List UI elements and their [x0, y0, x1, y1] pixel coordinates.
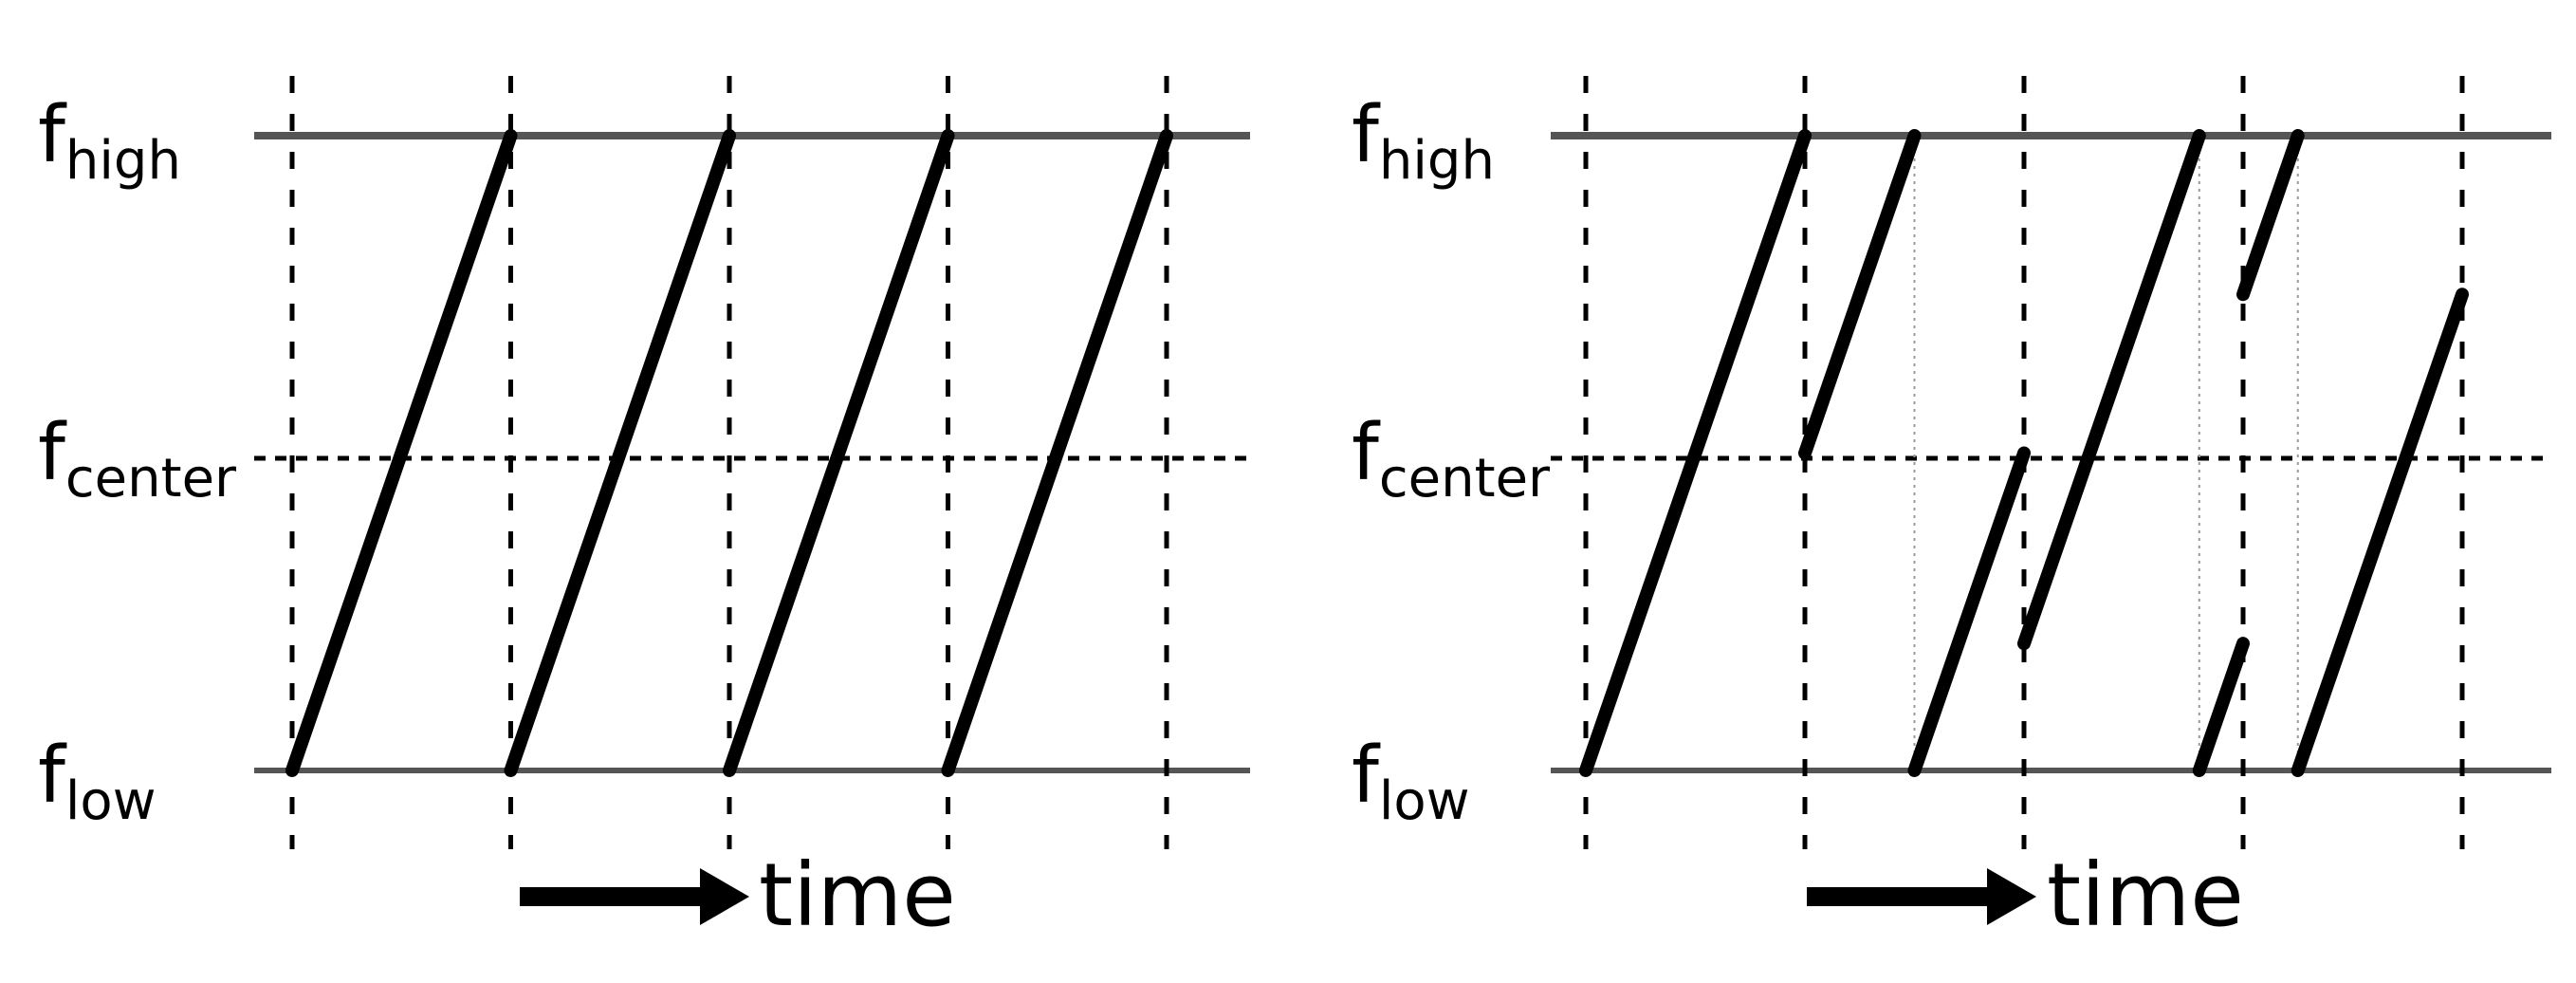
chirp-segment-left-1 — [504, 129, 736, 777]
chirp-segment-right-0 — [1579, 129, 1812, 777]
label-f-high-left: fhigh — [38, 90, 181, 192]
chirp-segment-right-5 — [2236, 129, 2305, 302]
label-f-center-right: fcenter — [1352, 408, 1551, 510]
label-f-low-left: flow — [38, 731, 156, 832]
label-f-low-right: flow — [1352, 731, 1470, 832]
chirp-segment-right-4 — [2192, 637, 2250, 777]
time-ticks-right — [1583, 76, 2465, 849]
time-label-right: time — [2047, 844, 2244, 946]
label-f-high-right: fhigh — [1352, 90, 1495, 192]
right-panel: fhigh fcenter flow time — [1352, 76, 2551, 946]
chirp-segment-left-0 — [285, 129, 518, 777]
time-arrow-left — [520, 868, 749, 925]
time-ticks-left — [289, 76, 1169, 849]
chirp-segments-right — [1579, 129, 2469, 777]
chirp-segment-right-3 — [2017, 129, 2206, 651]
label-f-center-left: fcenter — [38, 408, 237, 510]
chirp-segment-right-1 — [1798, 129, 1922, 460]
time-arrow-right — [1807, 868, 2036, 925]
chirp-segment-left-2 — [723, 129, 955, 777]
chirp-segment-right-6 — [2291, 287, 2469, 777]
time-label-left: time — [759, 844, 956, 946]
left-panel: fhigh fcenter flow time — [38, 76, 1250, 946]
chirp-segments-left — [285, 129, 1173, 777]
jump-guides-right — [1913, 136, 2299, 770]
chirp-segment-right-2 — [1907, 446, 2031, 777]
chirp-segment-left-3 — [941, 129, 1173, 777]
